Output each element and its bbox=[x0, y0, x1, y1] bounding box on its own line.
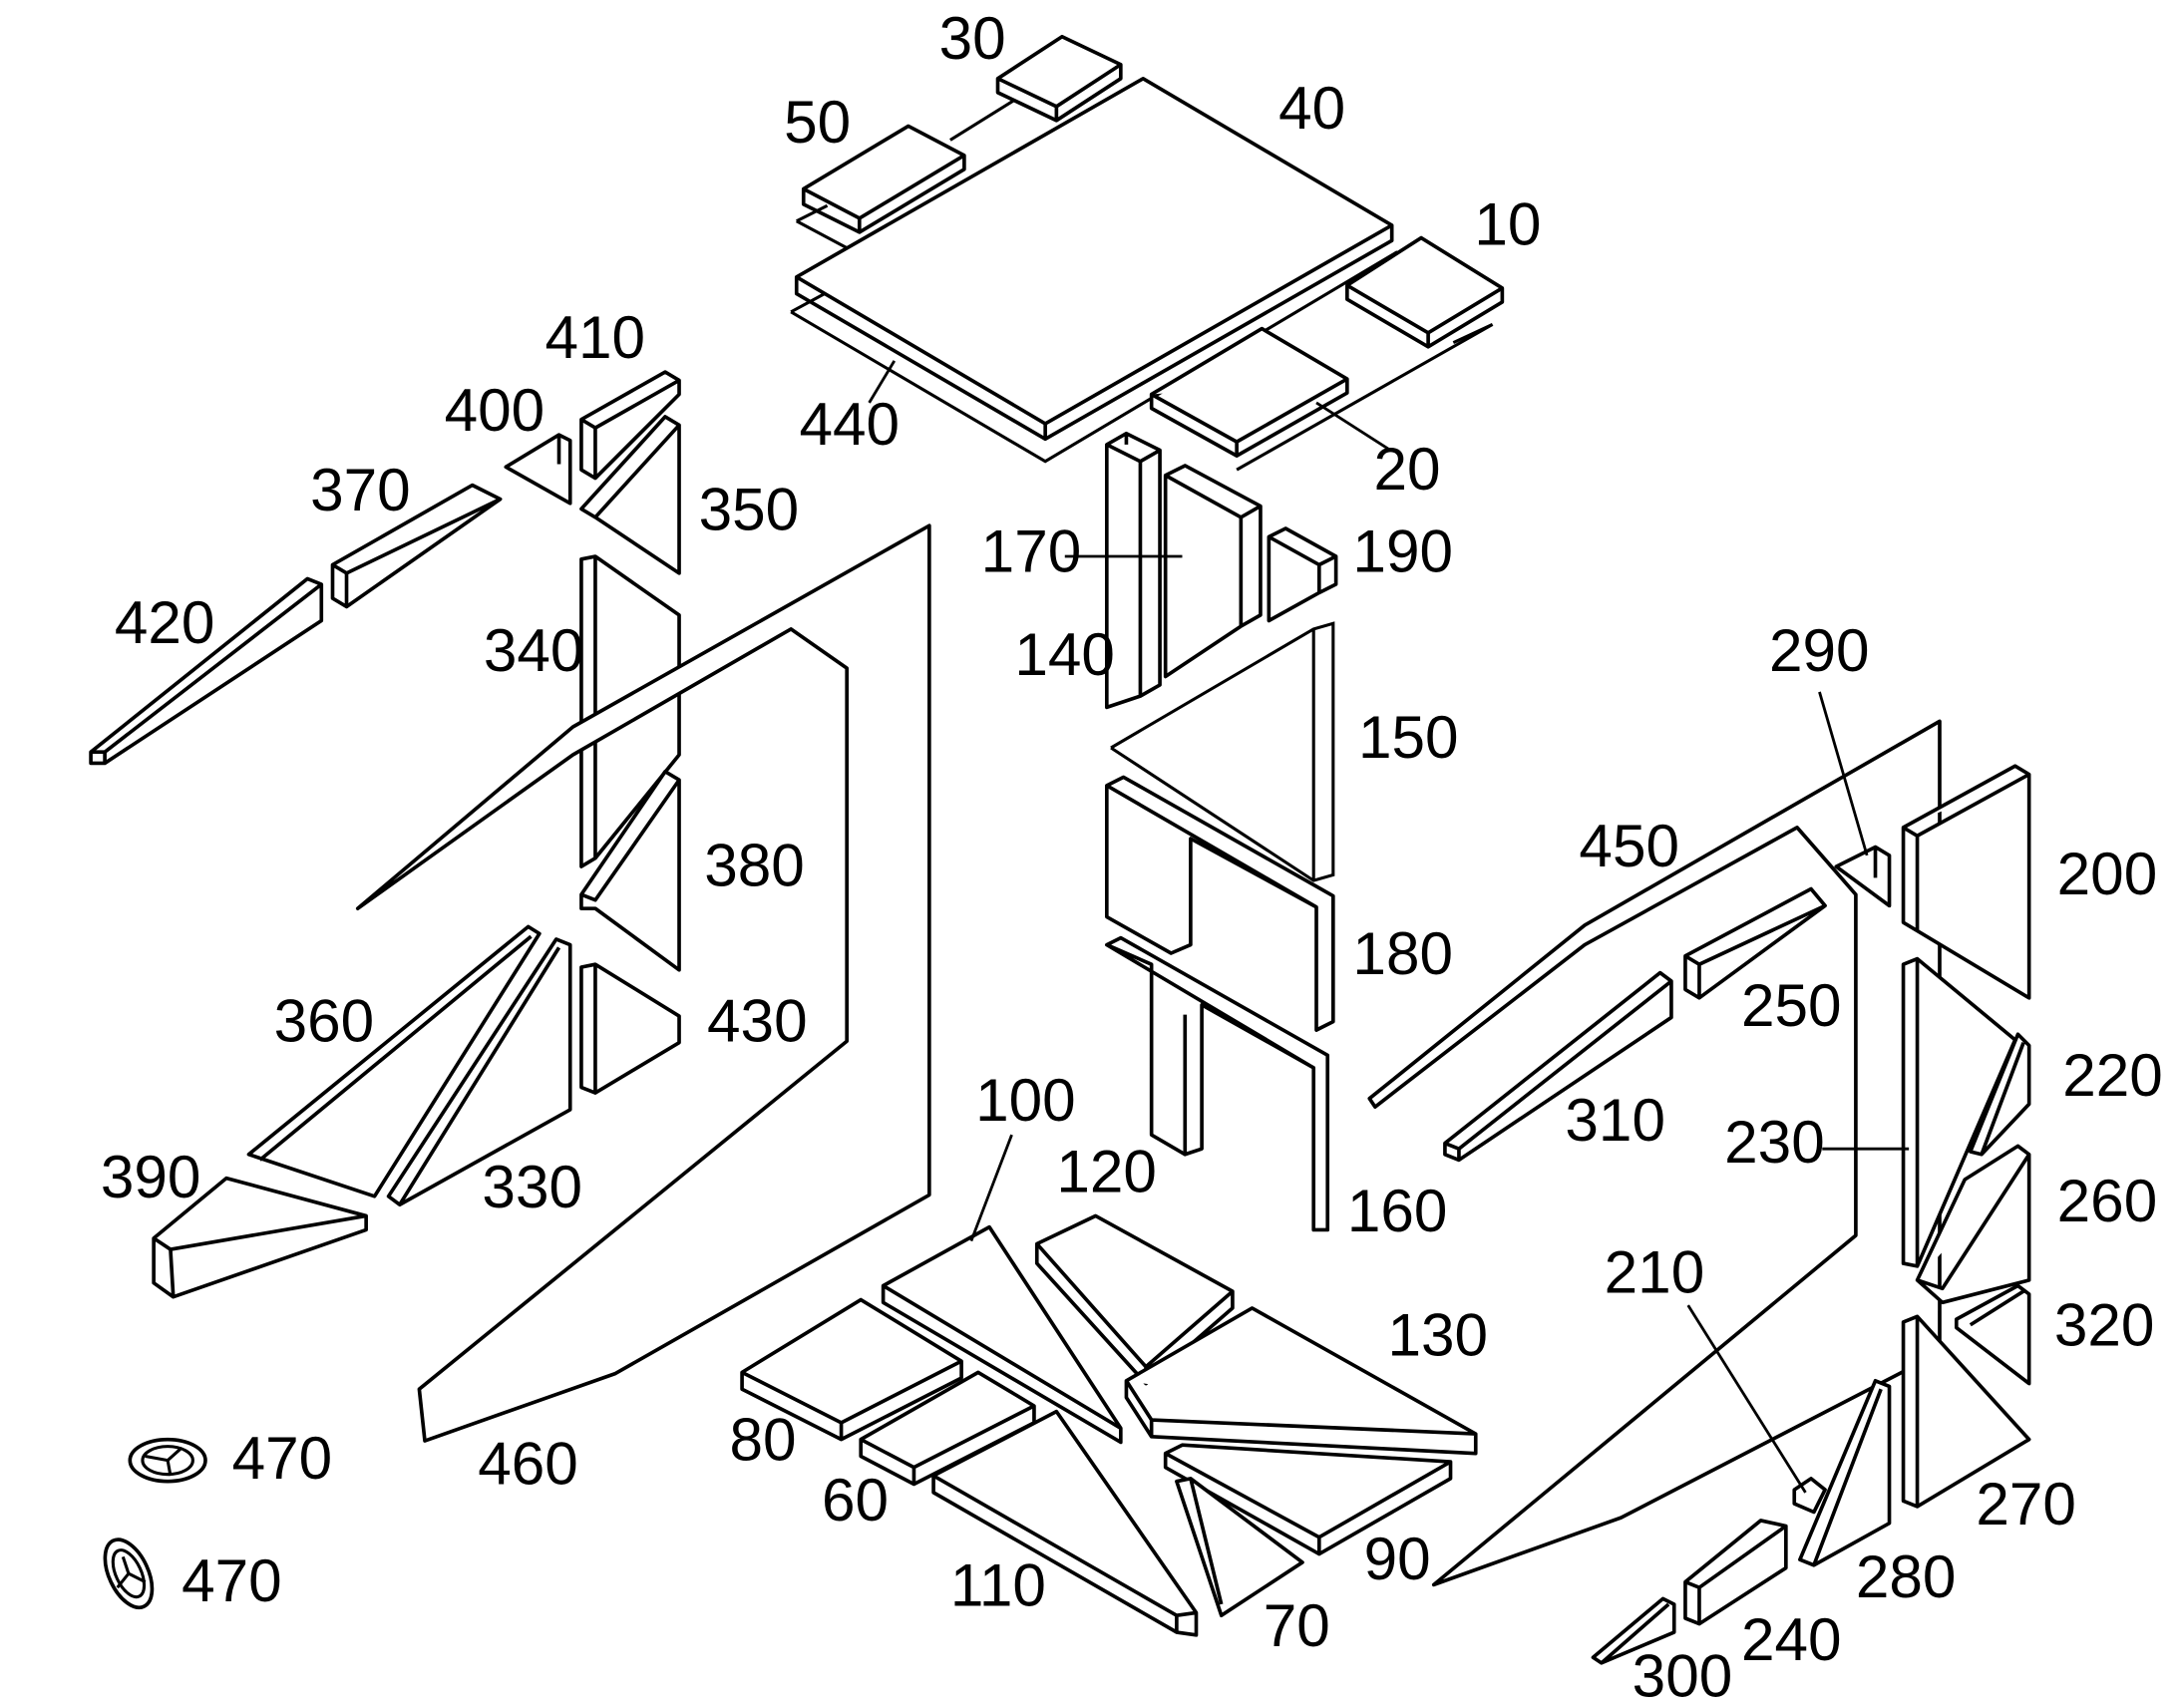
part-360 bbox=[246, 924, 542, 1198]
label-230: 230 bbox=[1724, 1108, 1825, 1176]
part-410 bbox=[579, 370, 681, 481]
label-410: 410 bbox=[545, 303, 645, 371]
part-300 bbox=[1591, 1596, 1676, 1665]
label-450: 450 bbox=[1579, 812, 1679, 879]
label-380: 380 bbox=[704, 832, 805, 899]
top-group bbox=[790, 34, 1505, 472]
label-70: 70 bbox=[1264, 1591, 1330, 1659]
part-labels: 30 40 50 10 20 440 410 400 370 350 420 3… bbox=[101, 4, 2163, 1708]
label-240: 240 bbox=[1741, 1605, 1842, 1673]
label-330: 330 bbox=[482, 1153, 582, 1220]
part-200 bbox=[1901, 764, 2031, 1000]
part-350 bbox=[579, 415, 681, 575]
label-470-side: 470 bbox=[182, 1546, 282, 1614]
part-280 bbox=[1798, 1378, 1892, 1567]
label-360: 360 bbox=[274, 986, 375, 1054]
part-320 bbox=[1954, 1283, 2031, 1386]
part-230 bbox=[1901, 956, 2017, 1268]
label-440: 440 bbox=[800, 390, 901, 458]
label-300: 300 bbox=[1633, 1641, 1733, 1708]
label-110: 110 bbox=[950, 1550, 1046, 1618]
label-390: 390 bbox=[101, 1143, 201, 1210]
part-380 bbox=[579, 770, 681, 972]
center-column-group bbox=[1104, 431, 1338, 1232]
part-140 bbox=[1104, 431, 1162, 710]
part-50 bbox=[801, 124, 966, 234]
part-180 bbox=[1104, 775, 1335, 1032]
label-120: 120 bbox=[1056, 1138, 1157, 1205]
label-150: 150 bbox=[1358, 703, 1459, 771]
label-180: 180 bbox=[1352, 919, 1453, 987]
label-280: 280 bbox=[1856, 1542, 1957, 1610]
part-170 bbox=[1163, 464, 1263, 679]
label-170: 170 bbox=[981, 516, 1082, 584]
label-200: 200 bbox=[2057, 840, 2158, 907]
label-50: 50 bbox=[784, 88, 851, 156]
part-370 bbox=[330, 483, 503, 609]
part-310 bbox=[1443, 970, 1673, 1163]
label-130: 130 bbox=[1387, 1301, 1488, 1369]
label-10: 10 bbox=[1474, 190, 1541, 258]
label-470-top: 470 bbox=[232, 1424, 333, 1492]
label-160: 160 bbox=[1347, 1177, 1448, 1244]
part-40 bbox=[794, 76, 1394, 442]
part-460 bbox=[355, 523, 931, 1443]
part-270 bbox=[1901, 1314, 2031, 1509]
part-220 bbox=[1968, 1032, 2031, 1157]
part-400 bbox=[504, 433, 572, 506]
label-190: 190 bbox=[1352, 516, 1453, 584]
label-310: 310 bbox=[1565, 1086, 1665, 1154]
part-290 bbox=[1834, 845, 1892, 908]
bottom-group bbox=[740, 1213, 1478, 1637]
part-470-group bbox=[103, 1437, 207, 1610]
part-70 bbox=[1175, 1477, 1304, 1618]
part-260 bbox=[1915, 1144, 2031, 1305]
part-430 bbox=[579, 962, 681, 1095]
label-260: 260 bbox=[2057, 1167, 2158, 1234]
label-430: 430 bbox=[707, 986, 808, 1054]
label-460: 460 bbox=[478, 1429, 578, 1497]
part-330 bbox=[386, 937, 572, 1207]
label-290: 290 bbox=[1769, 616, 1870, 684]
label-340: 340 bbox=[484, 616, 584, 684]
part-130 bbox=[1124, 1306, 1478, 1456]
part-450 bbox=[1367, 719, 1942, 1587]
label-140: 140 bbox=[1014, 620, 1115, 688]
part-90 bbox=[1163, 1443, 1453, 1556]
label-20: 20 bbox=[1373, 435, 1440, 503]
part-390 bbox=[152, 1176, 368, 1299]
label-30: 30 bbox=[939, 4, 1006, 72]
label-250: 250 bbox=[1741, 971, 1842, 1039]
part-160 bbox=[1104, 935, 1330, 1232]
part-10 bbox=[1345, 235, 1505, 349]
label-370: 370 bbox=[310, 456, 411, 523]
label-210: 210 bbox=[1605, 1238, 1705, 1306]
label-60: 60 bbox=[822, 1466, 889, 1534]
label-40: 40 bbox=[1278, 74, 1345, 142]
part-80 bbox=[740, 1297, 963, 1442]
part-20 bbox=[1149, 326, 1349, 458]
part-30 bbox=[995, 34, 1123, 123]
part-250 bbox=[1683, 886, 1827, 1000]
label-100: 100 bbox=[975, 1066, 1076, 1134]
left-group bbox=[89, 370, 931, 1443]
part-190 bbox=[1267, 526, 1338, 623]
label-220: 220 bbox=[2062, 1041, 2163, 1109]
label-270: 270 bbox=[1976, 1470, 2076, 1537]
part-420 bbox=[89, 576, 324, 766]
label-400: 400 bbox=[445, 376, 545, 444]
label-420: 420 bbox=[115, 588, 215, 656]
label-350: 350 bbox=[699, 475, 800, 542]
label-320: 320 bbox=[2054, 1291, 2155, 1359]
label-90: 90 bbox=[1364, 1525, 1431, 1592]
leader-lines bbox=[868, 360, 1910, 1494]
part-240 bbox=[1683, 1519, 1788, 1626]
right-group bbox=[1367, 719, 2031, 1665]
part-110 bbox=[931, 1409, 1199, 1637]
label-80: 80 bbox=[729, 1406, 796, 1474]
